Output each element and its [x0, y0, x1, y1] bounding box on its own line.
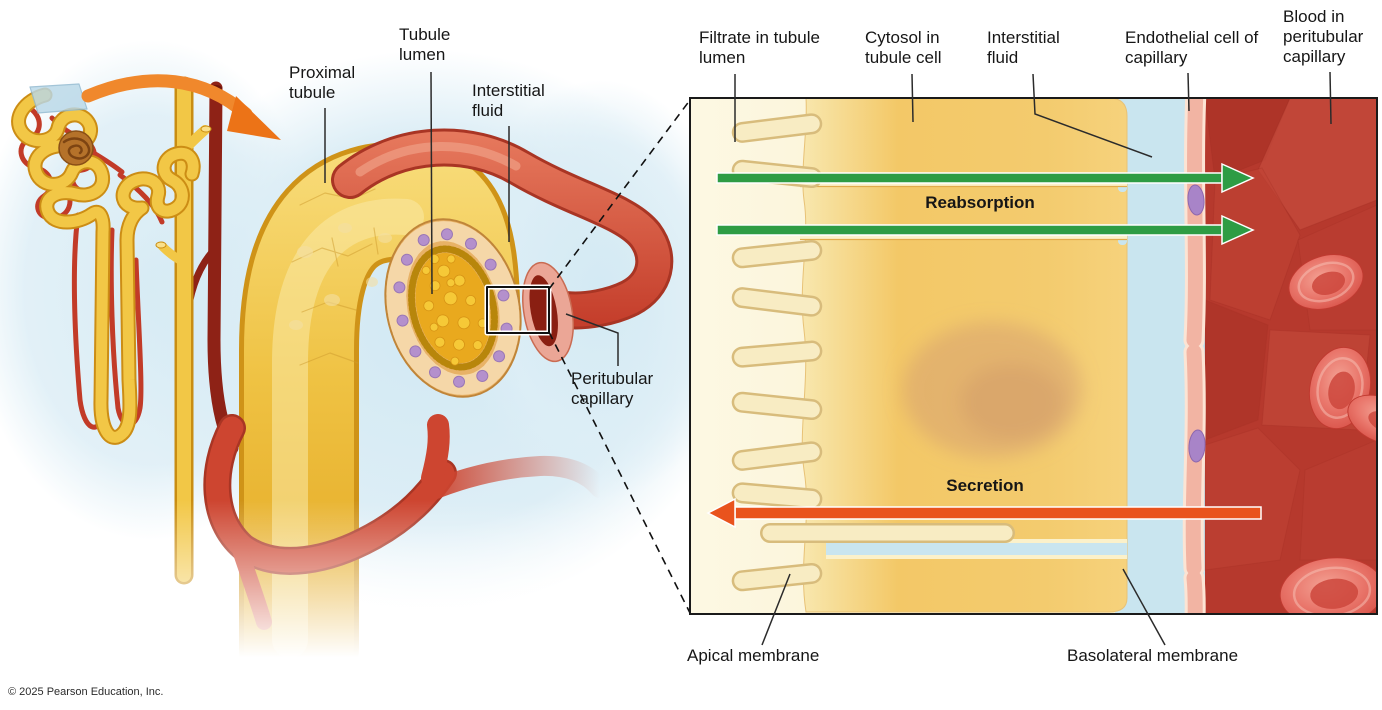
tubule-ring-nuclei — [393, 228, 513, 388]
endothelial-nuclei — [1187, 184, 1206, 463]
reabsorption-arrows — [716, 162, 1255, 246]
nephron-illustration — [11, 76, 239, 585]
label-cytosol-in-tubule-cell: Cytosol in tubule cell — [865, 28, 942, 67]
endothelial-cell-strip — [1182, 98, 1207, 614]
cell-nucleus — [902, 322, 1082, 458]
magnify-arrow — [81, 74, 281, 140]
label-peritubular-capillary: Peritubular capillary — [571, 369, 654, 408]
label-interstitial-fluid-overview: Interstitial fluid — [472, 81, 545, 120]
label-secretion: Secretion — [946, 476, 1024, 495]
label-proximal-tubule: Proximal tubule — [289, 63, 356, 102]
label-apical-membrane: Apical membrane — [687, 646, 820, 665]
label-blood-in-peritubular-capillary: Blood in peritubular capillary — [1283, 7, 1364, 66]
magnified-segment-flag — [29, 83, 88, 114]
tubule-cut-face — [384, 218, 522, 398]
label-endothelial-cell: Endothelial cell of capillary — [1125, 28, 1259, 67]
label-filtrate-in-tubule-lumen: Filtrate in tubule lumen — [699, 28, 820, 67]
projection-dashed-lines — [548, 99, 691, 614]
detail-panel — [689, 97, 1378, 615]
label-tubule-lumen: Tubule lumen — [399, 25, 451, 64]
label-interstitial-fluid-detail: Interstitial fluid — [987, 28, 1060, 67]
inset-rectangle — [484, 284, 552, 336]
label-basolateral-membrane: Basolateral membrane — [1067, 646, 1239, 665]
secretion-arrow — [706, 497, 1262, 529]
red-blood-cells — [1279, 254, 1377, 614]
proximal-tubule-illustration — [29, 74, 710, 710]
label-reabsorption: Reabsorption — [925, 193, 1035, 212]
copyright-notice: © 2025 Pearson Education, Inc. — [8, 686, 164, 698]
leader-lines — [324, 71, 1332, 646]
